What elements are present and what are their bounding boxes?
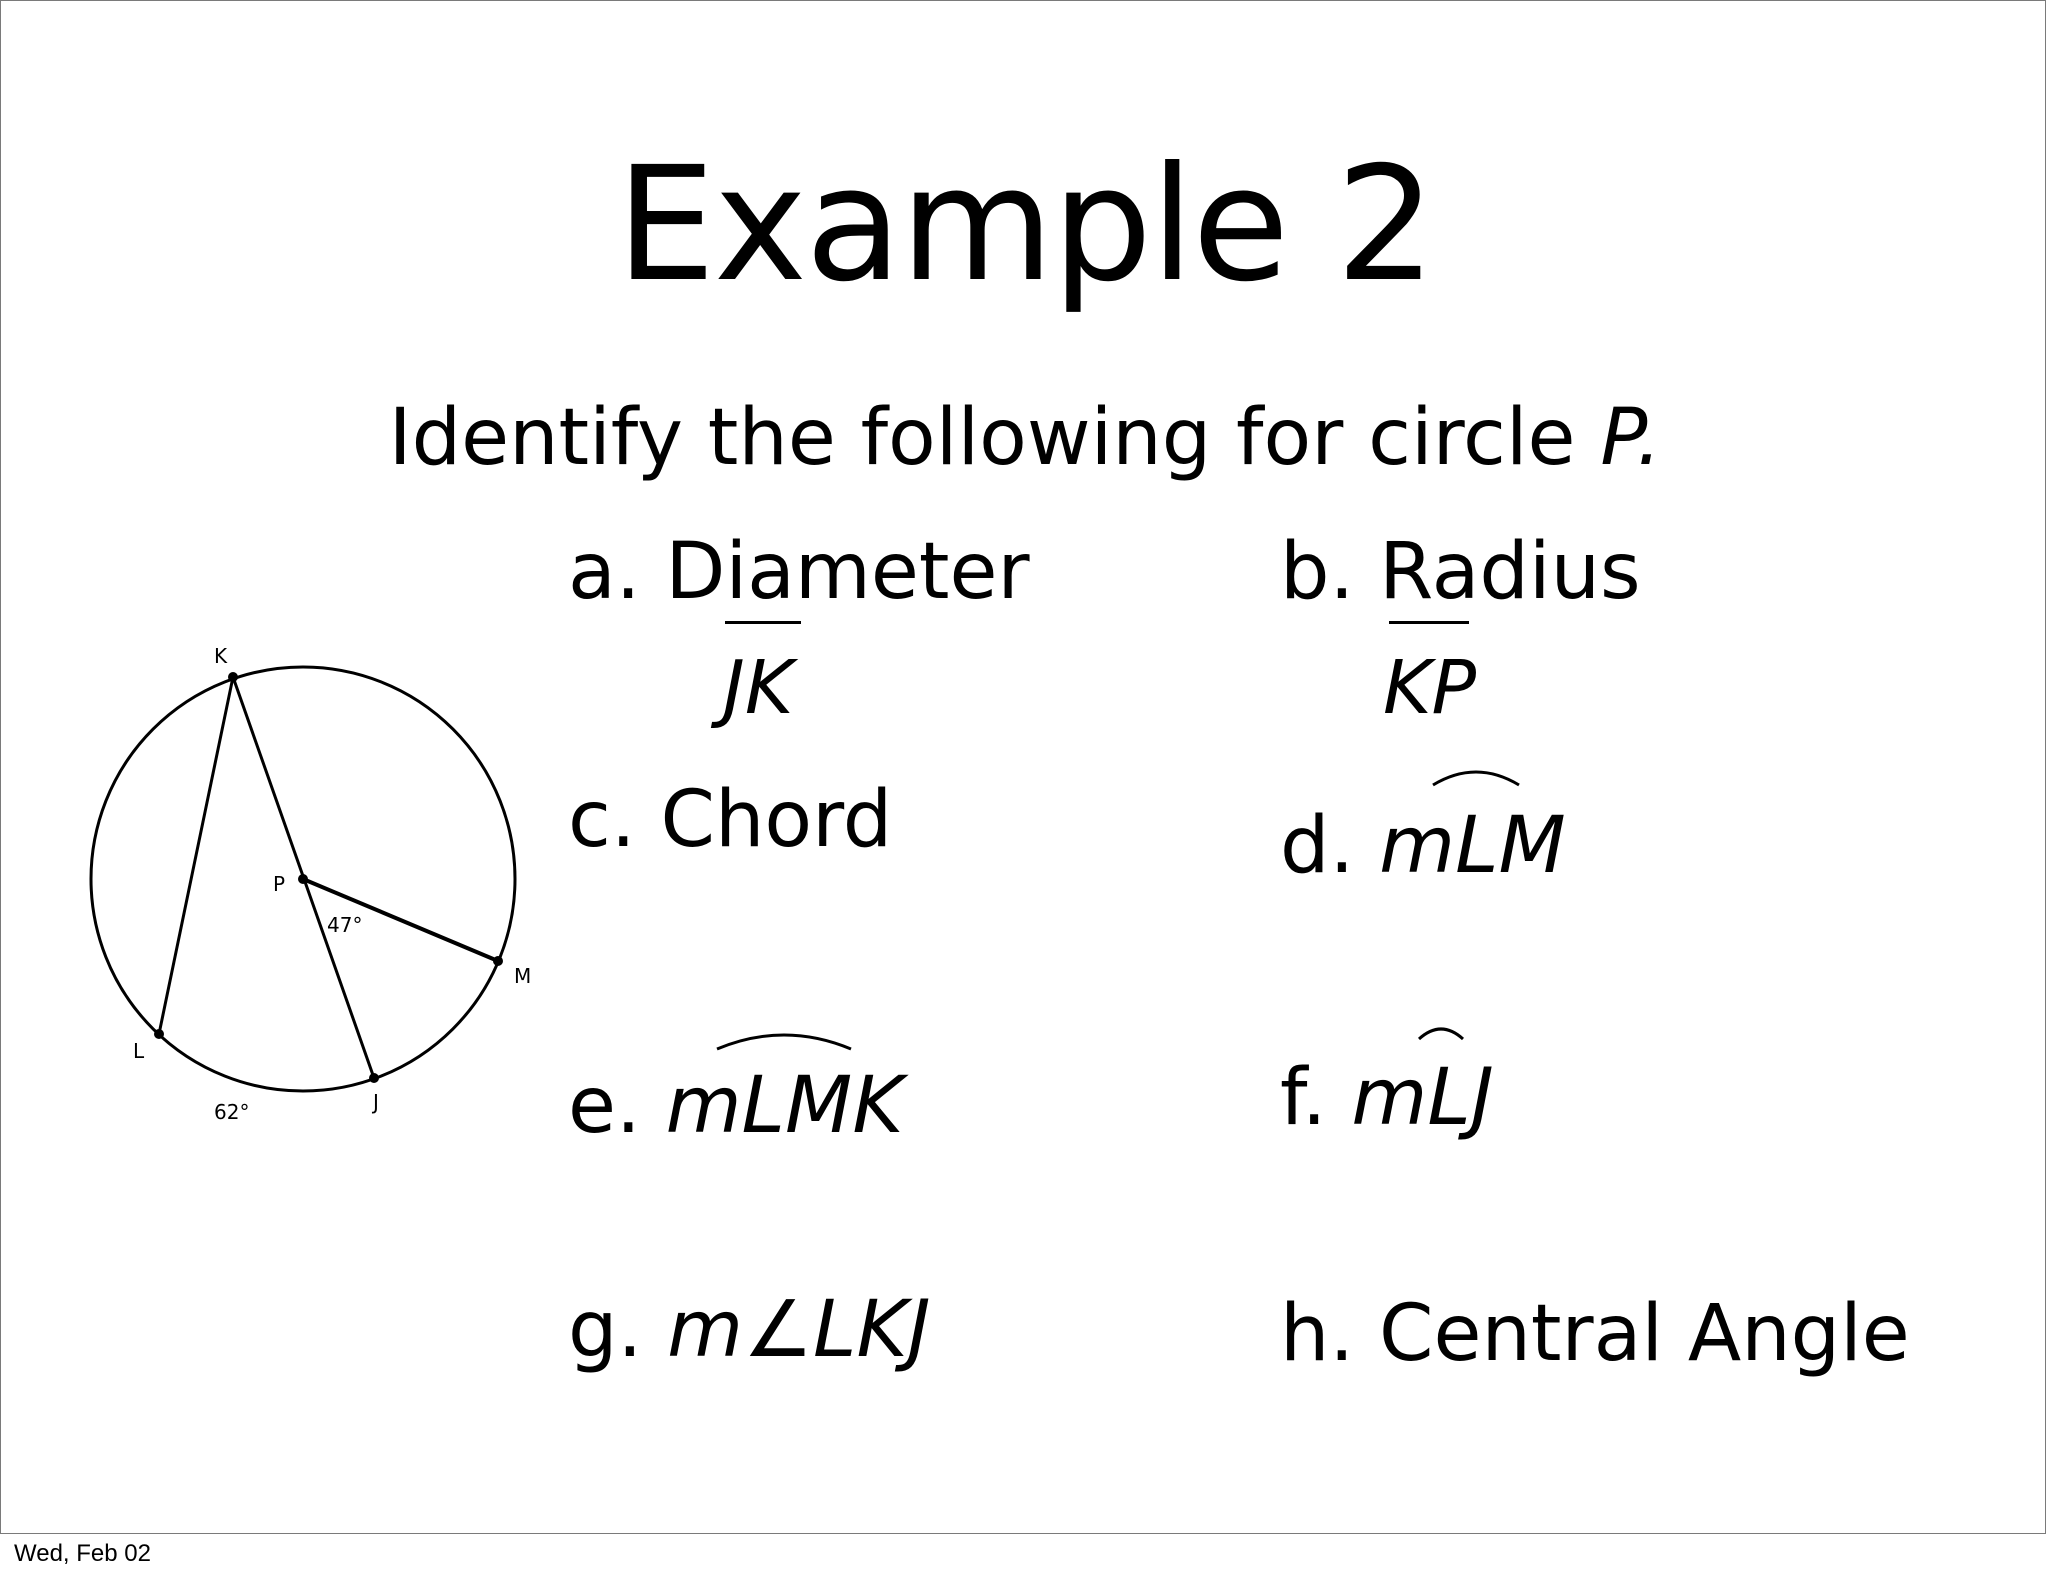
footer-date: Wed, Feb 02	[14, 1540, 151, 1567]
arc-symbol	[716, 1033, 852, 1051]
point-label: J	[371, 1090, 379, 1114]
slide-title: Example 2	[615, 133, 1436, 317]
slide: Example 2 Identify the following for cir…	[0, 0, 2046, 1534]
item-b-label: Radius	[1379, 527, 1641, 617]
item-d-prefix: d.	[1280, 801, 1380, 891]
item-b: b. Radius	[1280, 533, 1641, 611]
arc-symbol	[1432, 770, 1520, 787]
angle-label: 47°	[327, 913, 362, 937]
arc-symbol	[1417, 1027, 1465, 1041]
item-c-label: Chord	[660, 775, 893, 865]
item-g: g. m∠LKJ	[568, 1291, 931, 1369]
point-l	[154, 1029, 164, 1039]
item-a: a. Diameter	[568, 533, 1030, 611]
instruction: Identify the following for circle P.	[1, 399, 2048, 477]
item-e-expression: mLMK	[665, 1061, 904, 1151]
item-d-expression: mLM	[1379, 801, 1566, 891]
chord-kl	[157, 676, 235, 1035]
point-j	[369, 1073, 379, 1083]
point-label: M	[514, 964, 531, 988]
item-e-prefix: e.	[568, 1061, 666, 1151]
item-b-prefix: b.	[1280, 527, 1380, 617]
item-e: e. mLMK	[568, 1067, 903, 1145]
item-a-answer: JK	[723, 645, 794, 731]
arc-label: 62°	[214, 1100, 249, 1124]
item-d: d. mLM	[1280, 807, 1566, 885]
item-a-label: Diameter	[665, 527, 1030, 617]
segment-overline	[1389, 621, 1469, 624]
item-f: f. mLJ	[1280, 1059, 1494, 1137]
point-label: K	[214, 644, 228, 668]
segment-overline	[725, 621, 801, 624]
item-f-prefix: f.	[1280, 1053, 1352, 1143]
point-k	[228, 672, 238, 682]
instruction-text: Identify the following for circle	[388, 393, 1601, 483]
point-label: L	[133, 1039, 145, 1063]
item-g-prefix: g.	[568, 1285, 668, 1375]
radius-pm	[302, 877, 499, 963]
instruction-variable: P.	[1600, 393, 1662, 483]
item-a-prefix: a.	[568, 527, 666, 617]
point-p	[298, 874, 308, 884]
item-b-answer: KP	[1383, 645, 1477, 731]
point-label: P	[273, 872, 285, 896]
item-h-prefix: h.	[1280, 1289, 1380, 1379]
item-c-prefix: c.	[568, 775, 661, 865]
item-h: h. Central Angle	[1280, 1295, 1910, 1373]
item-h-label: Central Angle	[1379, 1289, 1910, 1379]
item-f-expression: mLJ	[1351, 1053, 1494, 1143]
item-c: c. Chord	[568, 781, 892, 859]
circle-diagram: K P M L J 47° 62°	[89, 644, 531, 1124]
point-m	[493, 956, 503, 966]
item-g-expression: m∠LKJ	[667, 1285, 931, 1375]
